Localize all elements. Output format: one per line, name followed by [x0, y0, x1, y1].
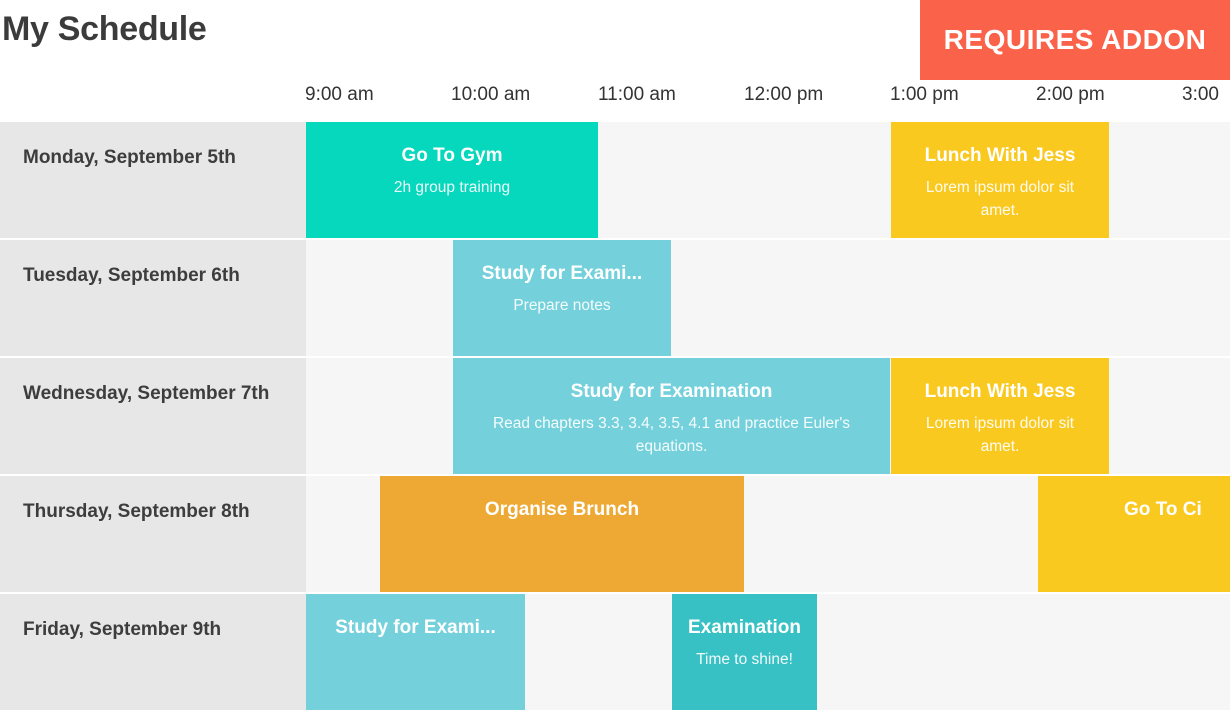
day-row-wednesday: Wednesday, September 7th Study for Exami… — [0, 358, 1230, 474]
event-description: Lorem ipsum dolor sit amet. — [925, 179, 1075, 219]
day-row-friday: Friday, September 9th Study for Exami...… — [0, 594, 1230, 710]
page-title: My Schedule — [2, 10, 207, 48]
event-organise-brunch[interactable]: Organise Brunch — [380, 476, 744, 592]
time-label-9am: 9:00 am — [305, 84, 374, 105]
day-row-tuesday: Tuesday, September 6th Study for Exami..… — [0, 240, 1230, 356]
event-title: Examination — [688, 617, 801, 638]
time-label-2pm: 2:00 pm — [1036, 84, 1105, 105]
event-title: Lunch With Jess — [924, 145, 1076, 166]
event-title: Lunch With Jess — [924, 381, 1076, 402]
day-label: Thursday, September 8th — [0, 476, 306, 592]
time-label-12pm: 12:00 pm — [744, 84, 824, 105]
time-label-11am: 11:00 am — [598, 84, 676, 105]
event-description: Lorem ipsum dolor sit amet. — [925, 415, 1075, 455]
day-label: Monday, September 5th — [0, 122, 306, 238]
event-title: Go To Gym — [401, 145, 503, 166]
event-go-to-city[interactable]: Go To Ci — [1038, 476, 1230, 592]
event-title: Study for Exami... — [481, 263, 643, 284]
time-label-10am: 10:00 am — [451, 84, 531, 105]
timeline-header: 9:00 am 10:00 am 11:00 am 12:00 pm 1:00 … — [0, 80, 1230, 120]
schedule-grid: Monday, September 5th Go To Gym 2h group… — [0, 122, 1230, 721]
event-study-for-examination[interactable]: Study for Exami... Prepare notes — [453, 240, 671, 356]
event-study-for-examination[interactable]: Study for Examination Read chapters 3.3,… — [453, 358, 890, 474]
day-track: Go To Gym 2h group training Lunch With J… — [306, 122, 1230, 238]
event-description: Read chapters 3.3, 3.4, 3.5, 4.1 and pra… — [492, 415, 851, 455]
day-row-thursday: Thursday, September 8th Organise Brunch … — [0, 476, 1230, 592]
time-label-3pm: 3:00 — [1182, 84, 1219, 105]
day-track: Organise Brunch Go To Ci — [306, 476, 1230, 592]
event-description: Time to shine! — [696, 651, 793, 668]
day-label: Wednesday, September 7th — [0, 358, 306, 474]
event-description: 2h group training — [393, 179, 511, 196]
event-go-to-gym[interactable]: Go To Gym 2h group training — [306, 122, 598, 238]
event-title: Study for Exami... — [335, 617, 496, 638]
event-lunch-with-jess[interactable]: Lunch With Jess Lorem ipsum dolor sit am… — [891, 122, 1109, 238]
day-label: Tuesday, September 6th — [0, 240, 306, 356]
event-examination[interactable]: Examination Time to shine! — [672, 594, 817, 710]
time-label-1pm: 1:00 pm — [890, 84, 959, 105]
event-study-for-examination[interactable]: Study for Exami... — [306, 594, 525, 710]
day-track: Study for Exami... Examination Time to s… — [306, 594, 1230, 710]
day-label: Friday, September 9th — [0, 594, 306, 710]
day-row-monday: Monday, September 5th Go To Gym 2h group… — [0, 122, 1230, 238]
event-title: Go To Ci — [1124, 499, 1202, 520]
day-track: Study for Examination Read chapters 3.3,… — [306, 358, 1230, 474]
event-title: Organise Brunch — [484, 499, 640, 520]
event-description: Prepare notes — [513, 297, 611, 314]
requires-addon-badge[interactable]: REQUIRES ADDON — [920, 0, 1230, 80]
event-lunch-with-jess[interactable]: Lunch With Jess Lorem ipsum dolor sit am… — [891, 358, 1109, 474]
event-title: Study for Examination — [570, 381, 773, 402]
day-track: Study for Exami... Prepare notes — [306, 240, 1230, 356]
